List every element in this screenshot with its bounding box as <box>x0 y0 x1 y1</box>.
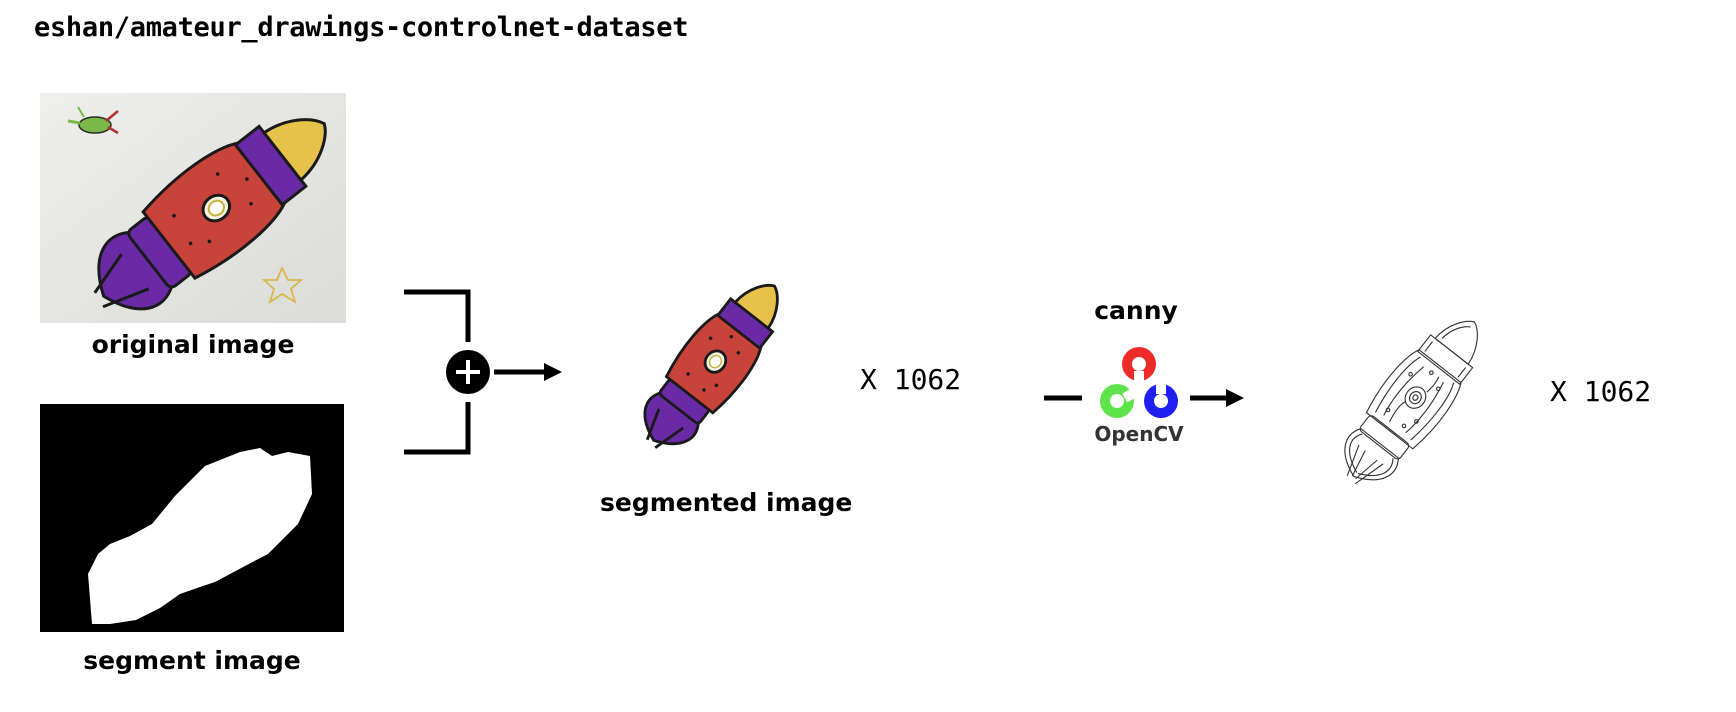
segmented-image <box>600 262 820 472</box>
canny-count: X 1062 <box>1550 375 1652 408</box>
canny-arrow-in <box>1044 395 1082 401</box>
plus-icon <box>446 350 490 394</box>
opencv-logo <box>1100 347 1178 418</box>
canny-label: canny <box>1094 296 1178 325</box>
opencv-logo-text: OpenCV <box>1094 422 1184 446</box>
canny-edge-image <box>1300 290 1520 510</box>
segment-image <box>40 404 344 632</box>
segment-mask <box>88 448 312 624</box>
alien-doodle <box>67 106 119 135</box>
arrow-icon <box>494 363 562 381</box>
segment-image-caption: segment image <box>83 646 301 675</box>
original-image-caption: original image <box>91 330 295 359</box>
combine-connector <box>404 289 562 455</box>
rocket-drawing <box>93 118 327 311</box>
page-title: eshan/amateur_drawings-controlnet-datase… <box>34 12 689 43</box>
original-image <box>40 93 346 323</box>
star-doodle <box>261 265 304 305</box>
segmented-count: X 1062 <box>860 363 962 396</box>
segmented-image-caption: segmented image <box>600 488 853 517</box>
canny-arrow-out <box>1190 389 1244 407</box>
